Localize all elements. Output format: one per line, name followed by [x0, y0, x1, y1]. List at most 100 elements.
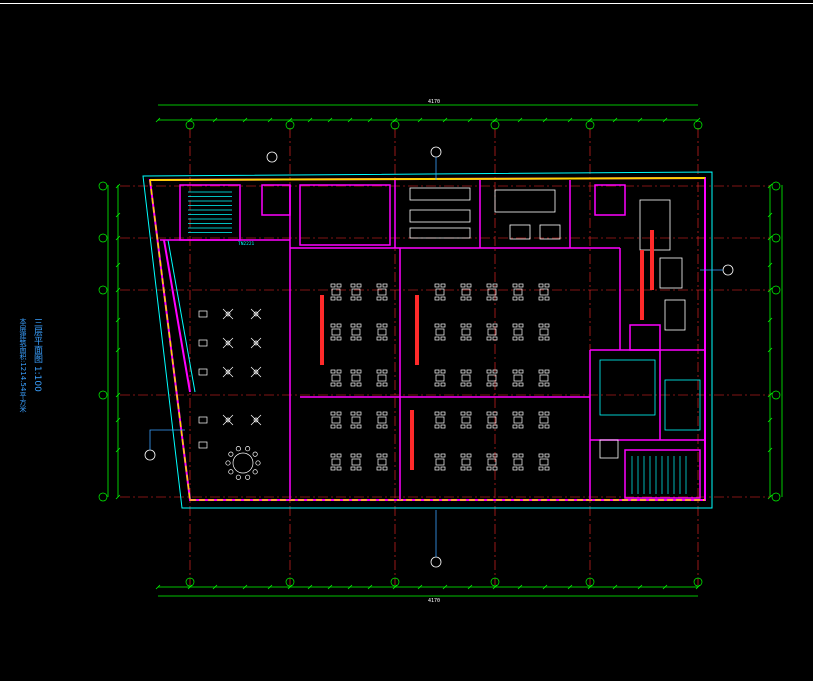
axis-bubble: [285, 120, 295, 130]
chair: [356, 323, 362, 328]
dining-table: [351, 458, 361, 466]
chair: [350, 382, 356, 387]
side-table: [198, 310, 208, 318]
dimension-lines: [107, 104, 783, 597]
axis-bubble: [490, 120, 500, 130]
dining-table: [513, 458, 523, 466]
chair: [336, 323, 342, 328]
chair: [440, 411, 446, 416]
chair: [512, 453, 518, 458]
drawing-area-note: 本层建筑面积:1214.54平方米: [19, 318, 27, 413]
round-table-chair: [252, 469, 258, 475]
axis-bubble: [390, 120, 400, 130]
chair: [330, 424, 336, 429]
dim-tick: [347, 117, 353, 123]
chair: [376, 296, 382, 301]
chair: [544, 323, 550, 328]
dining-table: [539, 328, 549, 336]
chair: [382, 369, 388, 374]
chair: [376, 453, 382, 458]
round-table-chair: [235, 474, 241, 480]
dining-table: [377, 328, 387, 336]
axis-bubble: [390, 577, 400, 587]
chair: [466, 424, 472, 429]
dim-tick: [115, 262, 121, 268]
interior-walls: [160, 180, 705, 500]
dim-tick: [567, 117, 573, 123]
dim-tick: [517, 584, 523, 590]
drawing-title: 三层平面图 1:100: [32, 318, 42, 392]
chair: [486, 369, 492, 374]
axis-bubble: [771, 181, 781, 191]
dining-table: [487, 374, 497, 382]
chair: [376, 411, 382, 416]
chair: [544, 466, 550, 471]
chair: [492, 453, 498, 458]
round-table-chair: [245, 474, 251, 480]
dim-tick: [115, 317, 121, 323]
chair: [492, 466, 498, 471]
dim-tick: [467, 584, 473, 590]
chair: [486, 411, 492, 416]
chair: [518, 424, 524, 429]
chair: [434, 336, 440, 341]
dining-table: [351, 288, 361, 296]
chair: [486, 296, 492, 301]
dim-tick: [115, 287, 121, 293]
chair: [466, 283, 472, 288]
chair: [376, 369, 382, 374]
chair: [492, 382, 498, 387]
building-outline: [142, 171, 713, 509]
chair: [434, 453, 440, 458]
chair: [382, 453, 388, 458]
chair: [512, 336, 518, 341]
chair: [356, 411, 362, 416]
bottom-total-dimension: 4170: [428, 598, 440, 604]
chair: [512, 283, 518, 288]
dining-table: [435, 374, 445, 382]
axis-bubble: [185, 577, 195, 587]
dining-table: [461, 458, 471, 466]
chair: [356, 382, 362, 387]
axis-bubble: [98, 492, 108, 502]
chair: [382, 424, 388, 429]
chair: [486, 466, 492, 471]
chair: [544, 424, 550, 429]
dining-table: [377, 458, 387, 466]
chair: [434, 424, 440, 429]
dining-table: [487, 288, 497, 296]
chair: [538, 411, 544, 416]
chair: [460, 453, 466, 458]
dim-tick: [467, 117, 473, 123]
chair: [330, 283, 336, 288]
chair: [382, 466, 388, 471]
chair: [356, 283, 362, 288]
chair: [376, 336, 382, 341]
side-table: [198, 416, 208, 424]
side-table: [198, 339, 208, 347]
chair: [336, 382, 342, 387]
chair: [486, 424, 492, 429]
dining-table: [351, 416, 361, 424]
chair: [544, 411, 550, 416]
dim-tick: [115, 392, 121, 398]
dining-furniture: [198, 283, 550, 480]
axis-bubble: [98, 390, 108, 400]
chair: [330, 411, 336, 416]
axis-bubble: [771, 492, 781, 502]
dining-table: [461, 416, 471, 424]
dining-table: [513, 328, 523, 336]
chair: [460, 336, 466, 341]
chair: [492, 336, 498, 341]
chair: [466, 466, 472, 471]
axis-bubble: [771, 390, 781, 400]
chair: [434, 411, 440, 416]
dining-table: [539, 288, 549, 296]
dining-table: [487, 416, 497, 424]
chair: [466, 453, 472, 458]
chair: [434, 323, 440, 328]
dim-tick: [662, 584, 668, 590]
dim-tick: [115, 447, 121, 453]
chair: [544, 336, 550, 341]
